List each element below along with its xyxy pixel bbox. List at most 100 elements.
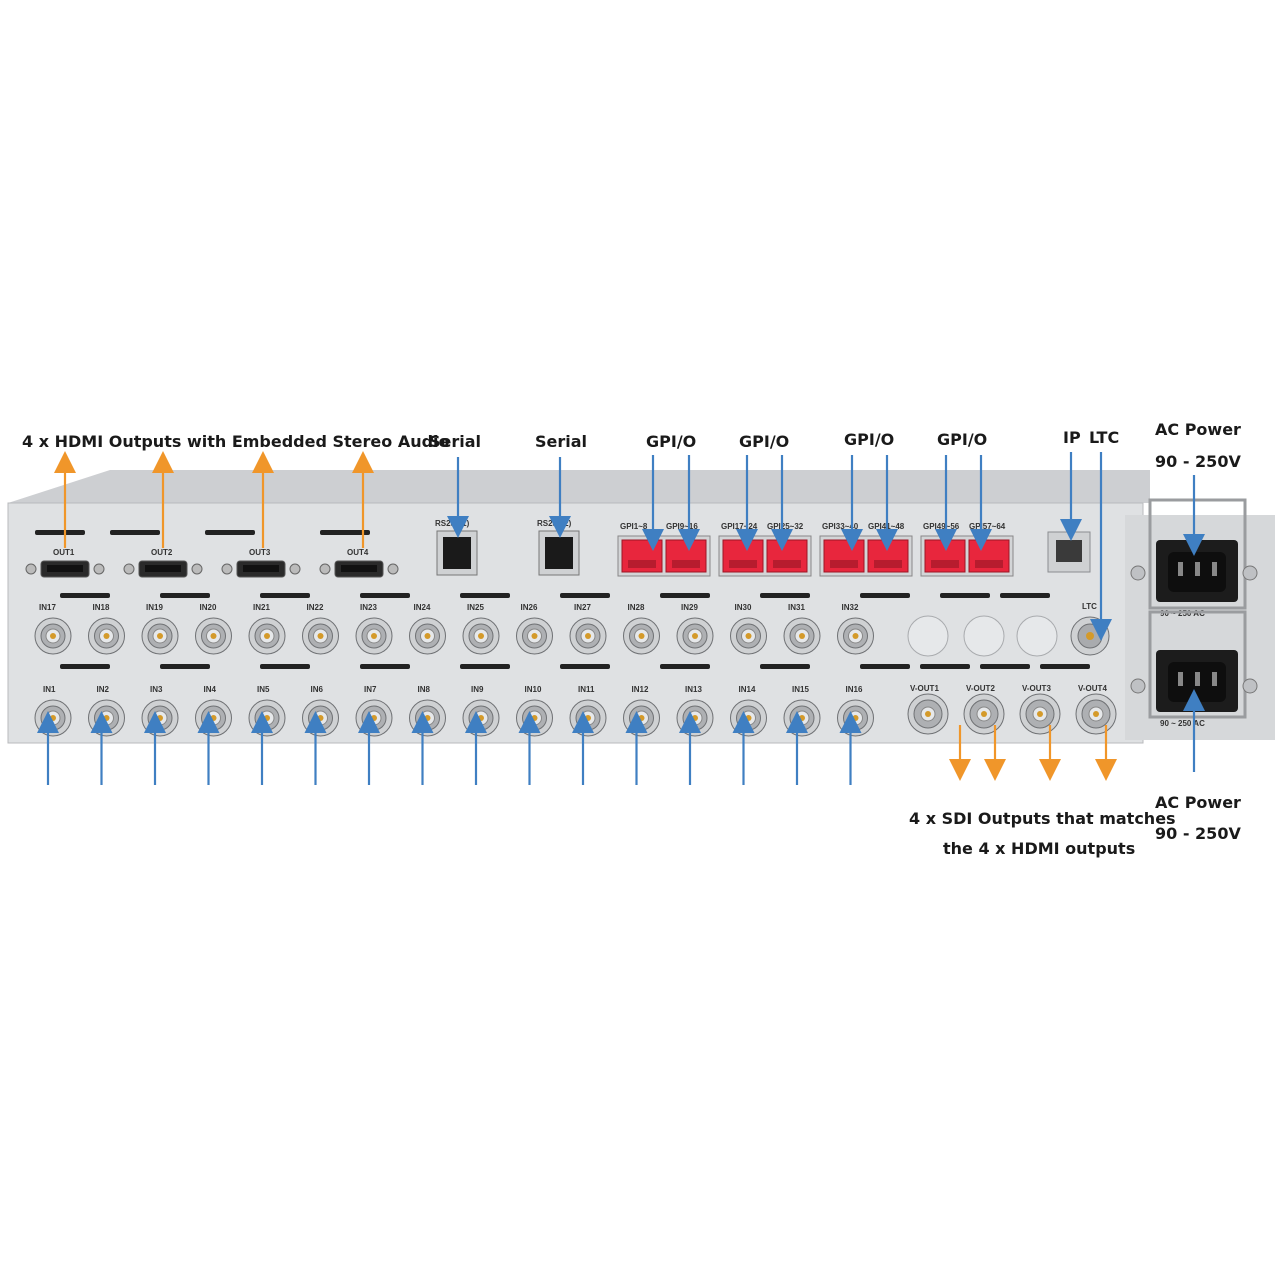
gpio-block	[819, 535, 913, 577]
callout-ac-power-top-title: AC Power	[1155, 420, 1241, 439]
input-port-label: IN31	[788, 603, 805, 612]
callout-sdi-outputs-line2: the 4 x HDMI outputs	[943, 839, 1136, 858]
bnc-connector	[88, 699, 125, 737]
input-port-label: IN15	[792, 685, 809, 694]
input-port-label: IN8	[418, 685, 431, 694]
serial-port	[436, 530, 478, 576]
bnc-connector	[783, 699, 821, 737]
callout-serial-1: Serial	[429, 432, 482, 451]
psu-bottom-rating: 90 ~ 250 AC	[1160, 719, 1205, 728]
bnc-connector	[195, 699, 232, 737]
bnc-connector	[34, 617, 72, 655]
sdi-output-label: V-OUT4	[1078, 684, 1107, 693]
ltc-port-label: LTC	[1082, 602, 1097, 611]
bnc-connector	[88, 617, 125, 655]
gpio-port-label: GPI57~64	[969, 522, 1006, 531]
callout-gpio-3: GPI/O	[844, 430, 895, 449]
gpio-port-label: GPI1~8	[620, 522, 648, 531]
gpio-port-label: GPI9~16	[666, 522, 698, 531]
bnc-connector	[355, 617, 393, 655]
vent-slot	[60, 593, 110, 598]
bnc-connector	[1075, 693, 1117, 735]
vent-slot	[860, 593, 910, 598]
hdmi-port-group: OUT1 OUT2 OUT3 OUT4	[25, 548, 399, 578]
input-port-label: IN23	[360, 603, 377, 612]
chassis-top	[8, 470, 1150, 503]
vent-slot	[160, 593, 210, 598]
bnc-connector	[195, 617, 232, 655]
callout-ac-power-bottom-range: 90 - 250V	[1155, 824, 1241, 843]
bnc-connector	[34, 699, 72, 737]
bnc-connector	[837, 699, 874, 737]
vent-slot	[110, 530, 160, 535]
serial-port	[538, 530, 580, 576]
vent-slot	[940, 593, 990, 598]
vent-slot	[980, 664, 1030, 669]
bnc-connector	[569, 699, 607, 737]
input-port-label: IN10	[525, 685, 542, 694]
hdmi-port-label: OUT1	[53, 548, 75, 557]
vent-slot	[460, 593, 510, 598]
vent-slot	[160, 664, 210, 669]
input-port-label: IN4	[204, 685, 217, 694]
bnc-connector	[730, 699, 767, 737]
input-port-label: IN24	[414, 603, 431, 612]
bnc-connector	[141, 699, 179, 737]
input-port-label: IN22	[307, 603, 324, 612]
input-port-label: IN12	[632, 685, 649, 694]
callout-gpio-4: GPI/O	[937, 430, 988, 449]
rj45-socket	[1056, 540, 1082, 562]
input-port-label: IN17	[39, 603, 56, 612]
serial-port-label: RS232(2)	[537, 519, 572, 528]
input-port-label: IN25	[467, 603, 484, 612]
input-port-label: IN30	[735, 603, 752, 612]
callout-ip: IP	[1063, 428, 1081, 447]
hdmi-port	[25, 560, 105, 578]
callout-sdi-outputs-line1: 4 x SDI Outputs that matches	[909, 809, 1176, 828]
vent-slot	[560, 664, 610, 669]
bnc-connector	[355, 699, 393, 737]
input-port-label: IN29	[681, 603, 698, 612]
bnc-connector	[676, 617, 714, 655]
vent-slot	[1000, 593, 1050, 598]
bnc-connector	[907, 693, 949, 735]
callout-hdmi-outputs: 4 x HDMI Outputs with Embedded Stereo Au…	[22, 432, 450, 451]
bnc-connector	[302, 617, 339, 655]
vent-slot	[260, 664, 310, 669]
vent-slot	[360, 664, 410, 669]
input-port-label: IN13	[685, 685, 702, 694]
callout-gpio-1: GPI/O	[646, 432, 697, 451]
input-port-label: IN5	[257, 685, 270, 694]
knockout	[907, 615, 949, 657]
input-port-label: IN16	[846, 685, 863, 694]
gpio-port-label: GPI25~32	[767, 522, 804, 531]
gpio-port-label: GPI41~48	[868, 522, 905, 531]
ltc-bnc-connector	[1070, 616, 1110, 656]
bnc-connector	[516, 617, 553, 655]
input-port-label: IN28	[628, 603, 645, 612]
input-port-label: IN3	[150, 685, 163, 694]
callout-ac-power-bottom-title: AC Power	[1155, 793, 1241, 812]
hdmi-port-label: OUT3	[249, 548, 271, 557]
vent-slot	[360, 593, 410, 598]
bnc-connector	[409, 617, 446, 655]
input-port-label: IN1	[43, 685, 56, 694]
gpio-block	[617, 535, 711, 577]
bnc-connector	[248, 617, 286, 655]
vent-slot	[60, 664, 110, 669]
bnc-connector	[462, 699, 500, 737]
hdmi-port-label: OUT2	[151, 548, 173, 557]
hdmi-port-label: OUT4	[347, 548, 369, 557]
bnc-connector	[409, 699, 446, 737]
bnc-connector	[1019, 693, 1061, 735]
input-port-label: IN6	[311, 685, 324, 694]
vent-slot	[35, 530, 85, 535]
callout-ltc: LTC	[1089, 428, 1120, 447]
psu-bottom	[1130, 610, 1258, 719]
vent-slots	[35, 530, 1090, 669]
bnc-connector	[963, 693, 1005, 735]
knockout	[1016, 615, 1058, 657]
gpio-port-label: GPI49~56	[923, 522, 960, 531]
input-port-label: IN14	[739, 685, 756, 694]
